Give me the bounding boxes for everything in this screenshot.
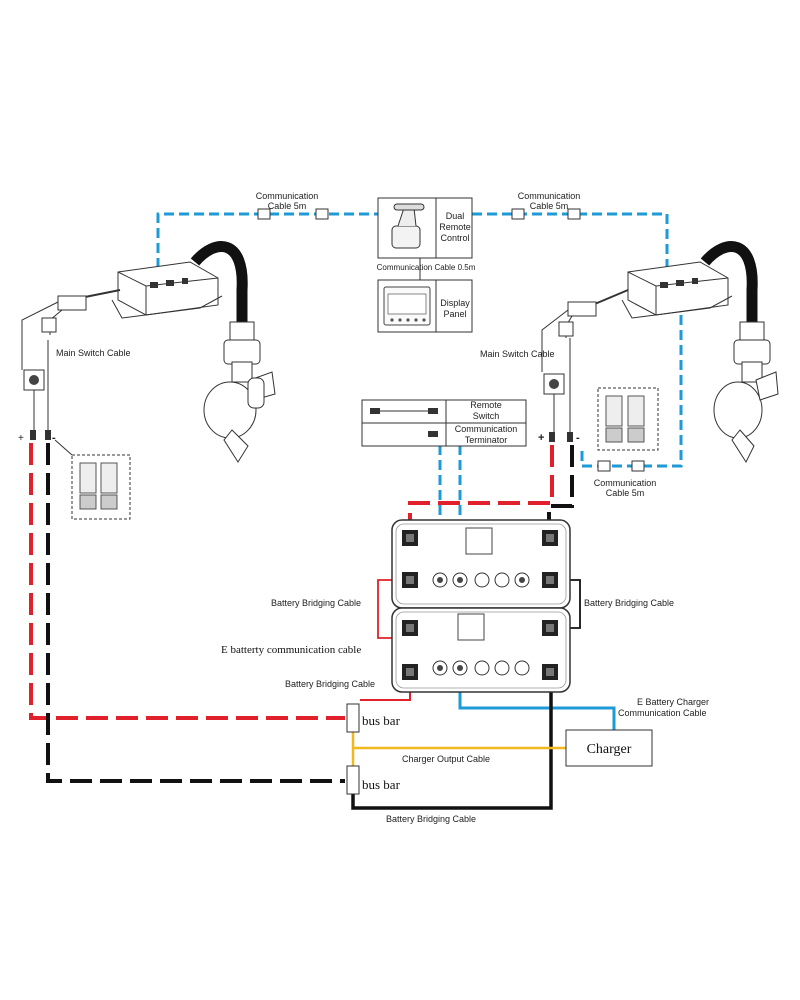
label-comm-cable-left-1: Communication <box>256 191 319 201</box>
left-motor <box>21 241 276 463</box>
negative-cables <box>46 443 574 783</box>
lower-battery-screen <box>457 613 485 641</box>
right-motor-controller-box <box>621 261 733 319</box>
positive-cable-right <box>408 445 554 530</box>
right-terminal-detail <box>597 387 659 451</box>
right-main-switch-connector <box>541 289 629 442</box>
comm-cable-left-top <box>156 212 378 268</box>
remote-switch-cable-icon <box>370 408 438 414</box>
communication-cables-solid <box>458 678 616 730</box>
label-bus-bar-bottom: bus bar <box>362 777 401 792</box>
label-charger: Charger <box>587 742 632 757</box>
left-motor-controller-box <box>111 261 223 319</box>
lower-battery <box>391 607 571 693</box>
battery-bridging-bottom-cable <box>351 680 553 810</box>
negative-cable-left <box>46 443 345 783</box>
comm-connector-icons <box>257 208 645 472</box>
label-e-battery-comm: E batterty communication cable <box>221 644 361 656</box>
label-remote-switch-1: Remote <box>470 400 502 410</box>
positive-cables <box>29 443 554 720</box>
e-battery-charger-comm-cable <box>458 678 616 730</box>
negative-cable-right <box>547 445 574 530</box>
label-dual-remote-2: Remote <box>439 222 471 232</box>
label-comm-cable-lower-2: Cable 5m <box>606 488 645 498</box>
remote-switch-terminator-box <box>361 399 527 447</box>
label-display-panel-2: Panel <box>443 309 466 319</box>
label-main-switch-left: Main Switch Cable <box>56 348 131 358</box>
label-main-switch-right: Main Switch Cable <box>480 349 555 359</box>
right-motor-hose <box>700 241 758 325</box>
left-motor-shaft <box>223 321 261 383</box>
bus-bar-bottom <box>346 765 360 795</box>
left-main-switch-connector <box>21 289 121 440</box>
bus-bar-top <box>346 703 360 733</box>
label-e-battery-charger-1: E Battery Charger <box>637 697 709 707</box>
left-propeller-icon <box>203 371 276 463</box>
right-motor-shaft <box>733 321 771 383</box>
right-propeller-icon <box>713 371 779 464</box>
label-battery-bridging-right: Battery Bridging Cable <box>584 598 674 608</box>
dual-remote-control <box>377 197 473 259</box>
label-comm-terminator-2: Terminator <box>465 435 508 445</box>
label-display-panel-1: Display <box>440 298 470 308</box>
display-panel <box>377 279 473 333</box>
label-e-battery-charger-2: Communication Cable <box>618 708 707 718</box>
label-remote-switch-2: Switch <box>473 411 500 421</box>
lower-battery-ports <box>432 660 530 676</box>
label-battery-bridging-left: Battery Bridging Cable <box>271 598 361 608</box>
charger-box <box>565 729 653 767</box>
label-comm-cable-right-1: Communication <box>518 191 581 201</box>
labels: Communication Cable 5m Communication Cab… <box>18 191 709 824</box>
label-battery-bridging-bottom: Battery Bridging Cable <box>386 814 476 824</box>
label-minus-left: - <box>52 432 56 444</box>
label-battery-bridging-lower: Battery Bridging Cable <box>285 679 375 689</box>
upper-battery <box>391 519 571 609</box>
label-bus-bar-top: bus bar <box>362 713 401 728</box>
throttle-icon <box>391 203 425 249</box>
label-comm-cable-lower-1: Communication <box>594 478 657 488</box>
label-comm-cable-right-2: Cable 5m <box>530 201 569 211</box>
label-comm-cable-05: Communication Cable 0.5m <box>377 263 476 272</box>
left-terminal-detail <box>54 439 131 520</box>
terminator-plug-icon <box>428 431 438 437</box>
label-charger-output: Charger Output Cable <box>402 754 490 764</box>
left-motor-hose <box>190 241 248 325</box>
label-dual-remote-1: Dual <box>446 211 465 221</box>
comm-cable-right-top <box>472 212 669 268</box>
label-comm-terminator-1: Communication <box>455 424 518 434</box>
right-motor <box>541 241 779 464</box>
label-minus-right: - <box>576 432 580 444</box>
upper-battery-screen <box>465 527 493 555</box>
label-comm-cable-left-2: Cable 5m <box>268 201 307 211</box>
label-dual-remote-3: Control <box>440 233 469 243</box>
label-plus-left: + <box>18 433 24 444</box>
red-bridge <box>377 579 402 639</box>
label-plus-right: + <box>538 432 544 444</box>
positive-cable-left <box>29 443 345 720</box>
